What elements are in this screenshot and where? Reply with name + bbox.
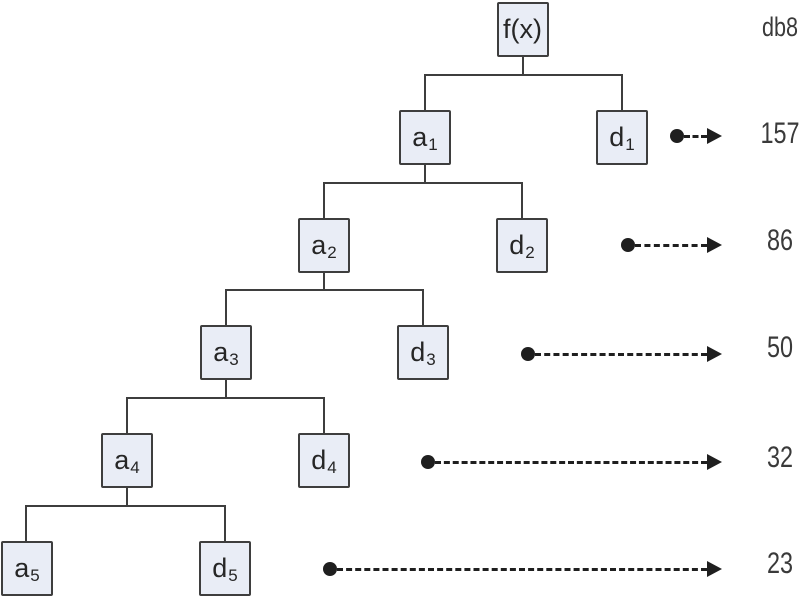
connector-drop-d2 — [521, 182, 523, 218]
connector-horizontal-level1 — [424, 74, 623, 76]
node-label-sub: 3 — [229, 350, 239, 369]
coefficient-value-level4: 32 — [766, 441, 794, 474]
arrow-dot-icon — [421, 455, 435, 469]
wavelet-type-label: db8 — [761, 12, 799, 42]
node-label-sub: 2 — [525, 243, 535, 262]
connector-drop-a1 — [424, 74, 426, 110]
arrowhead-icon — [707, 237, 722, 253]
node-label-base: d — [311, 445, 327, 475]
arrowhead-icon — [707, 128, 722, 144]
node-label-sub: 4 — [327, 458, 337, 477]
arrowhead-icon — [707, 561, 722, 577]
node-label-base: d — [212, 553, 228, 583]
arrowhead-icon — [707, 454, 722, 470]
arrow-dot-icon — [621, 238, 635, 252]
node-label-sub: 3 — [426, 350, 436, 369]
node-label-base: d — [509, 230, 525, 260]
arrow-dash-line — [435, 460, 707, 464]
arrowhead-icon — [707, 346, 722, 362]
node-label-base: d — [609, 122, 625, 152]
connector-drop-a4 — [126, 397, 128, 433]
connector-drop-a3 — [225, 289, 227, 325]
node-label-sub: 4 — [130, 458, 140, 477]
node-label-base: a — [213, 337, 229, 367]
dashed-arrow-level3 — [521, 346, 722, 362]
coefficient-value-level3: 50 — [766, 331, 794, 364]
connector-drop-a2 — [323, 182, 325, 218]
node-label-sub: 1 — [428, 135, 438, 154]
arrow-dot-icon — [521, 347, 535, 361]
node-label-base: f(x) — [503, 14, 542, 44]
dashed-arrow-level5 — [323, 561, 722, 577]
node-label-sub: 5 — [228, 566, 238, 585]
connector-stub-a2 — [323, 273, 325, 289]
connector-drop-d3 — [422, 289, 424, 325]
coefficient-value-level1: 157 — [760, 117, 800, 150]
coefficient-value-level2: 86 — [766, 224, 794, 257]
connector-horizontal-level3 — [225, 289, 424, 291]
coefficient-value-level5: 23 — [766, 547, 794, 580]
arrow-dash-line — [337, 567, 707, 571]
connector-stub-a4 — [126, 488, 128, 505]
connector-stub-a1 — [424, 165, 426, 182]
node-label-base: a — [311, 230, 327, 260]
connector-horizontal-level5 — [25, 505, 226, 507]
arrow-dot-icon — [323, 562, 337, 576]
connector-drop-d4 — [323, 397, 325, 433]
connector-drop-a5 — [25, 505, 27, 541]
connector-horizontal-level2 — [323, 182, 523, 184]
connector-drop-d5 — [224, 505, 226, 541]
dashed-arrow-level2 — [621, 237, 722, 253]
connector-stub-fx — [522, 57, 524, 74]
node-label-base: d — [410, 337, 426, 367]
connector-drop-d1 — [621, 74, 623, 110]
arrow-dash-line — [684, 134, 707, 138]
connector-stub-a3 — [225, 380, 227, 397]
node-fx: f(x) — [497, 2, 549, 57]
dashed-arrow-level4 — [421, 454, 722, 470]
arrow-dash-line — [535, 352, 707, 356]
arrow-dot-icon — [670, 129, 684, 143]
node-label-base: a — [14, 553, 30, 583]
node-label-base: a — [412, 122, 428, 152]
dashed-arrow-level1 — [670, 128, 722, 144]
node-label-sub: 2 — [327, 243, 337, 262]
connector-horizontal-level4 — [126, 397, 325, 399]
node-label-sub: 1 — [625, 135, 635, 154]
node-label-base: a — [114, 445, 130, 475]
node-label-sub: 5 — [30, 566, 40, 585]
arrow-dash-line — [635, 243, 707, 247]
